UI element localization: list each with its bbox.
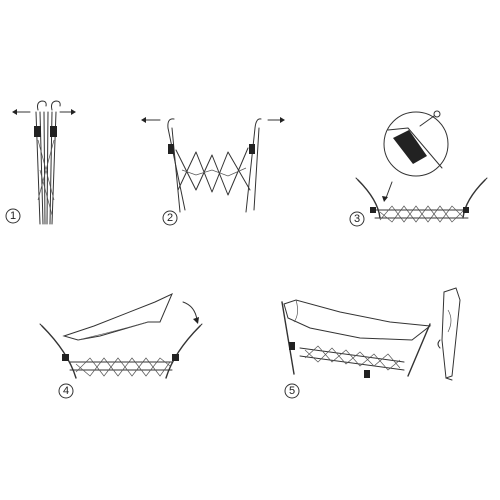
step-badge-3: 3: [349, 211, 365, 227]
step-1-folded-frame: [12, 100, 76, 225]
detail-magnifier: [383, 111, 449, 177]
step-3-hook-detail: [355, 110, 488, 223]
step-badge-2: 2: [162, 210, 178, 226]
step-number: 5: [289, 385, 295, 397]
step-4-attach-fabric: [39, 292, 203, 379]
step-number: 1: [10, 210, 16, 222]
step-number: 4: [63, 385, 69, 397]
step-number: 2: [167, 212, 173, 224]
step-badge-1: 1: [5, 208, 21, 224]
step-number: 3: [354, 213, 360, 225]
step-badge-5: 5: [284, 383, 300, 399]
step-badge-4: 4: [58, 383, 74, 399]
folded-hammock: [437, 287, 461, 381]
step-5-finished-hammock: [281, 287, 461, 381]
step-2-expanded-frame: [141, 117, 285, 213]
